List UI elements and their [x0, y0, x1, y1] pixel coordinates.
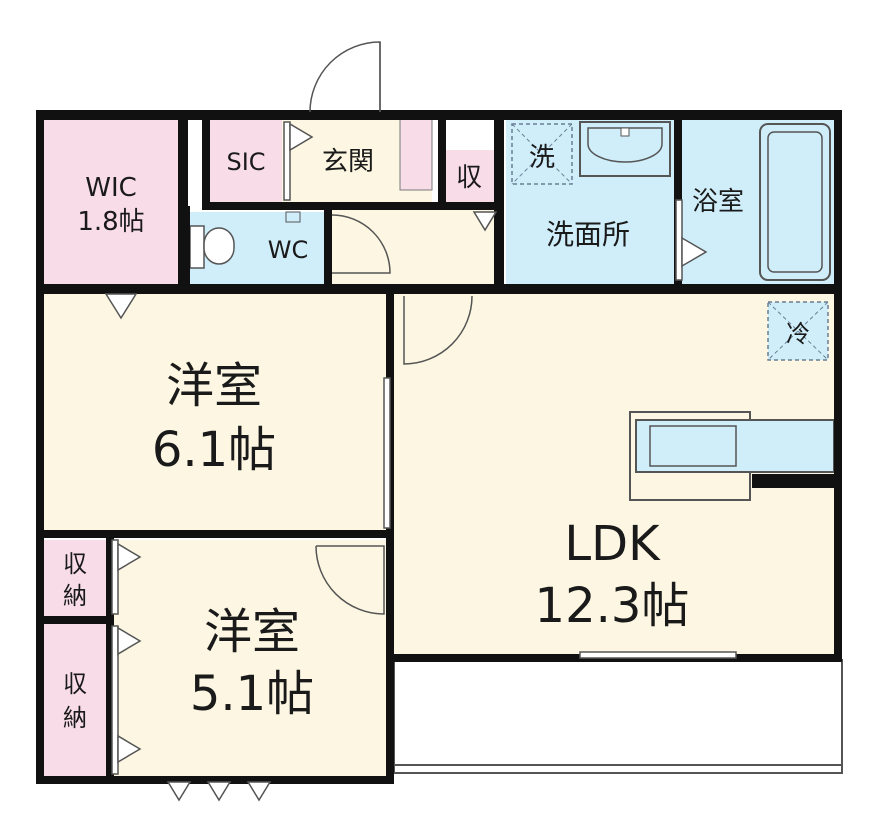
storage-1-label-line1: 収	[63, 550, 87, 578]
western-room-2-size: 5.1帖	[190, 666, 314, 722]
wic-room	[42, 118, 180, 286]
bathtub	[759, 123, 831, 281]
storage-small-room	[444, 150, 494, 202]
storage-1	[42, 540, 108, 616]
doors	[309, 41, 473, 615]
wic-size: 1.8帖	[77, 207, 144, 237]
sliding-doors	[111, 121, 737, 775]
ldk-label: LDK	[564, 516, 661, 572]
fridge-label: 冷	[786, 320, 810, 348]
kitchen-counter	[629, 411, 835, 501]
balcony	[393, 659, 843, 771]
sic-label: SIC	[226, 148, 265, 176]
wash-basin	[579, 121, 671, 177]
toilet	[189, 211, 301, 269]
door-markers	[104, 122, 708, 802]
sic-room	[210, 118, 282, 202]
western-room-1-label: 洋室	[166, 358, 262, 414]
washer-label: 洗	[529, 143, 555, 173]
western-room-2-label: 洋室	[204, 604, 300, 660]
hallway	[330, 202, 502, 286]
storage-small-label: 収	[456, 163, 482, 193]
washer-space	[511, 123, 573, 185]
bathroom-label: 浴室	[692, 187, 744, 217]
wc-label: WC	[268, 236, 309, 264]
western-room-2	[112, 540, 388, 776]
western-room-1	[42, 292, 388, 530]
storage-2	[42, 624, 108, 776]
fridge-space	[767, 301, 829, 361]
western-room-1-size: 6.1帖	[152, 422, 276, 478]
wic-label: WIC	[85, 173, 137, 203]
ldk-size: 12.3帖	[535, 578, 690, 634]
walls	[36, 110, 842, 784]
genkan-label: 玄関	[322, 147, 374, 177]
balcony-rail	[393, 764, 843, 774]
storage-2-label-line2: 納	[63, 704, 87, 732]
storage-1-label-line2: 納	[63, 582, 87, 610]
storage-2-label-line1: 収	[63, 670, 87, 698]
washroom-label: 洗面所	[546, 218, 630, 251]
genkan-step	[399, 117, 433, 191]
